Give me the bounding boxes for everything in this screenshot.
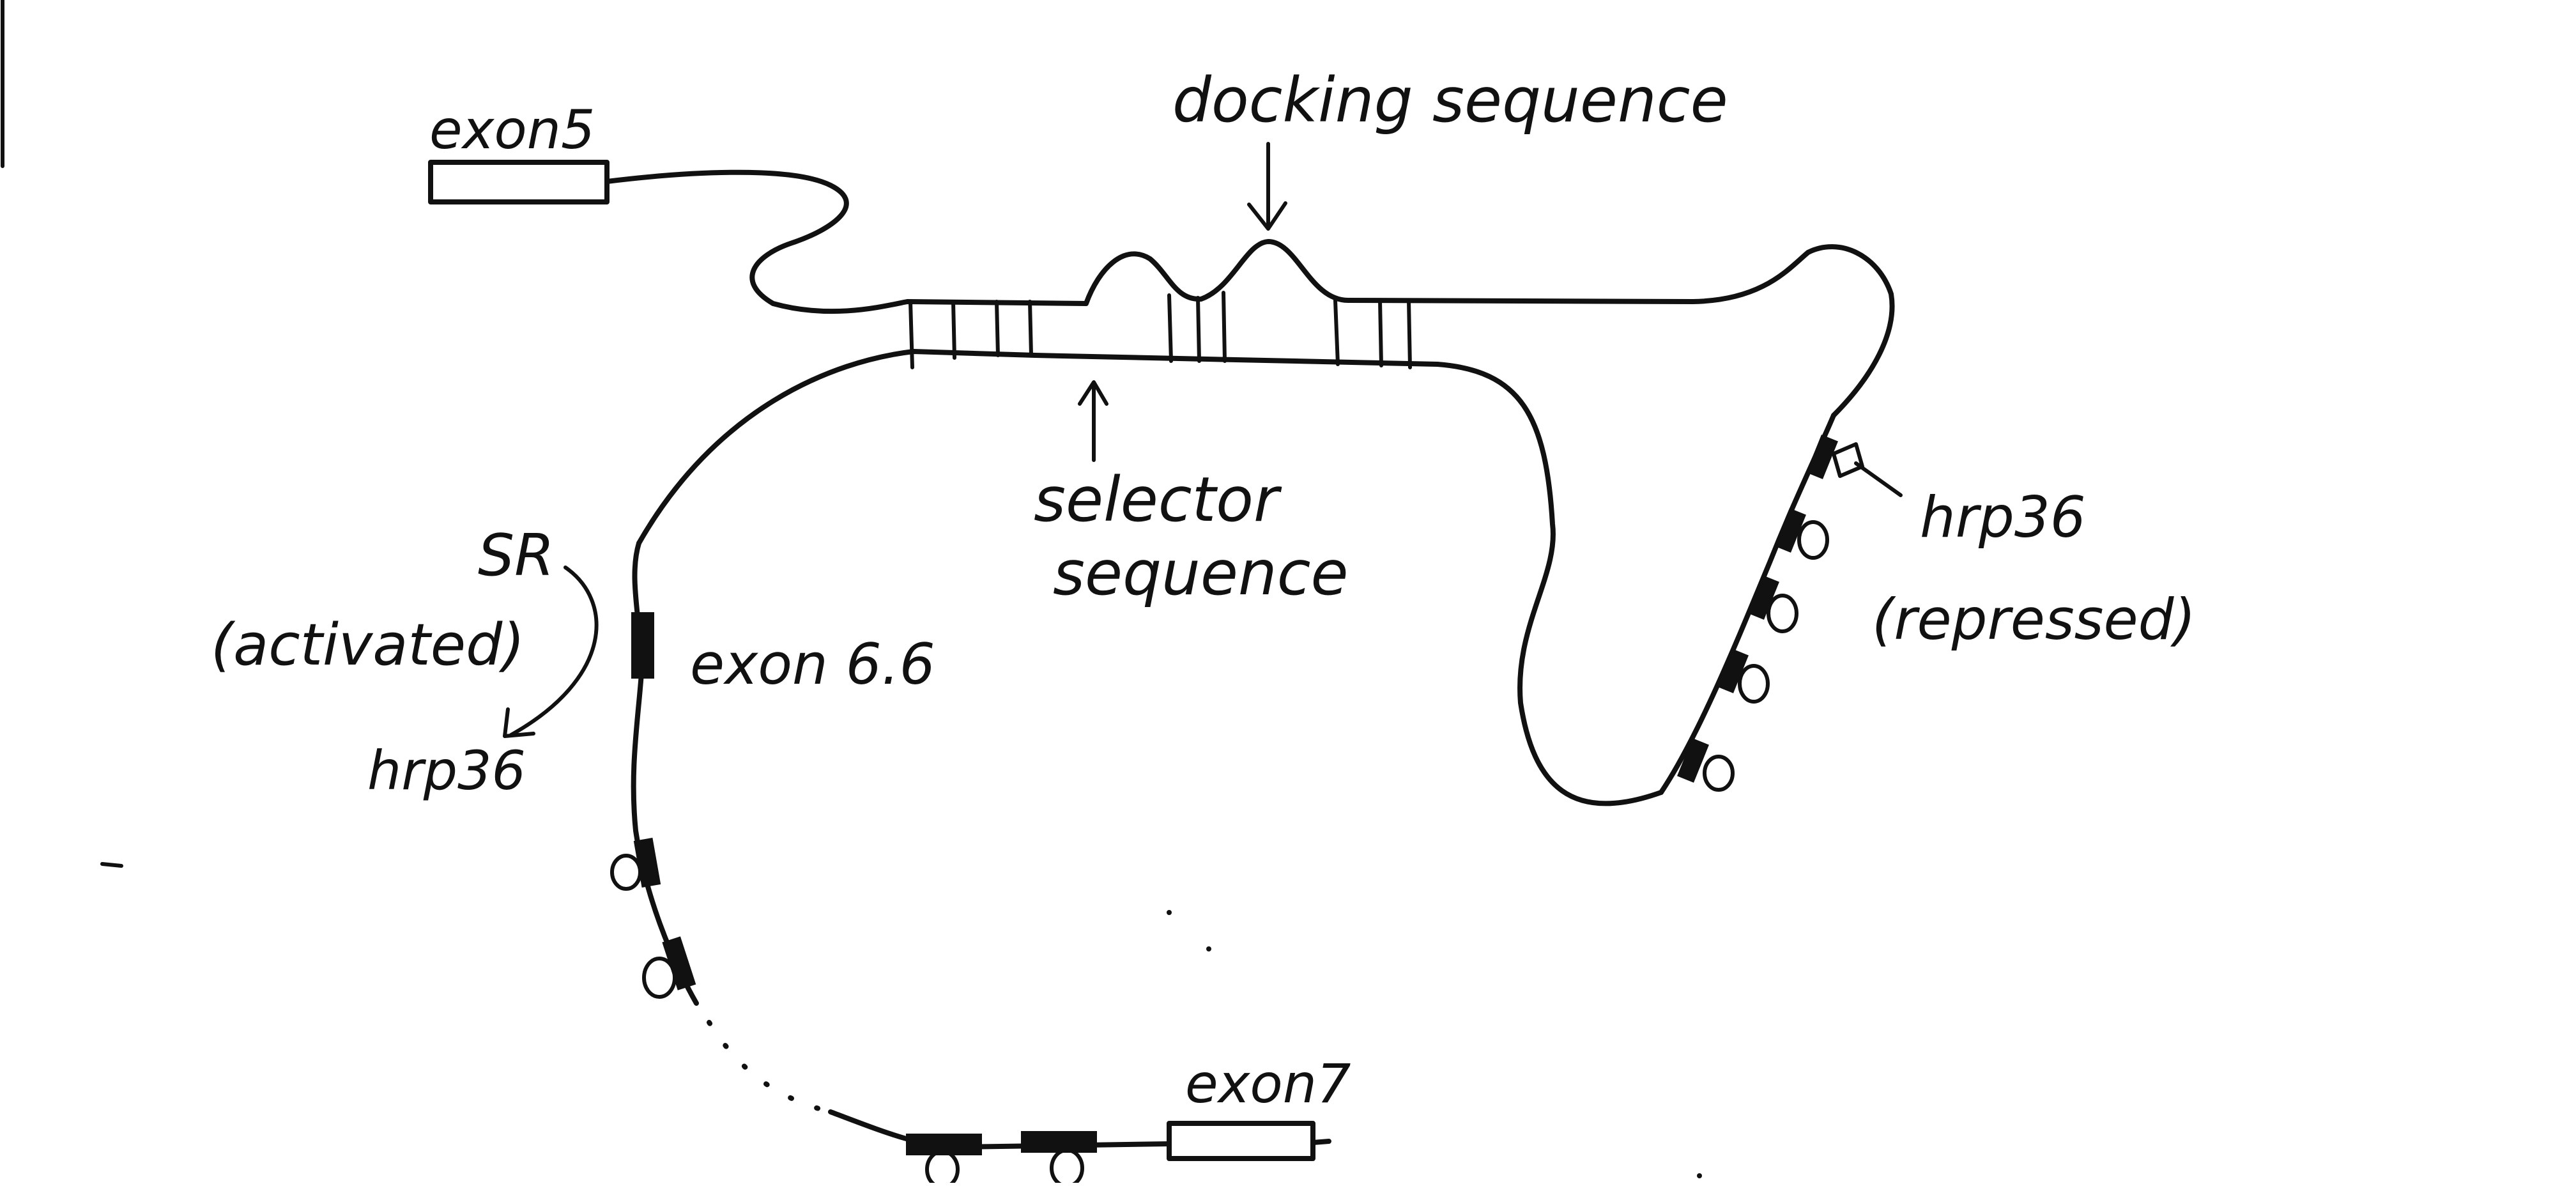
stray-dot-2: [1206, 946, 1211, 951]
right-site-3: [1747, 575, 1779, 620]
sr-arrow: [509, 566, 599, 737]
right-site-5: [1677, 738, 1709, 783]
docking-arrow-head: [1247, 201, 1287, 231]
bottom-binding-sites: [906, 1131, 1097, 1186]
stray-dash: [100, 862, 123, 868]
right-site-2: [1774, 508, 1806, 553]
intron-lower-strand: [636, 349, 1664, 806]
hrp36-left-label: hrp36: [367, 739, 526, 802]
exon66-block: [631, 612, 654, 679]
bottom-protein-1: [925, 1150, 960, 1186]
right-binding-sites: [1677, 435, 1903, 792]
bottom-protein-2: [1050, 1148, 1084, 1186]
stray-dot-1: [1167, 910, 1172, 915]
dotted-continuation: [707, 1020, 833, 1114]
selector-label-line1: selector: [1034, 464, 1282, 535]
exon7-tail: [1310, 1139, 1331, 1145]
exon5-label: exon5: [429, 98, 595, 161]
sr-arrow-head: [503, 707, 535, 738]
right-site-1: [1806, 435, 1838, 479]
repressed-label: (repressed): [1872, 587, 2196, 652]
right-protein-1: [1832, 442, 1864, 478]
base-pair-rungs: [908, 291, 1412, 369]
right-protein-3: [1767, 594, 1798, 633]
exon7-box: [1167, 1121, 1315, 1161]
selector-arrow-head: [1078, 380, 1108, 406]
hrp36-right-label: hrp36: [1920, 484, 2086, 550]
left-loop-strand: [631, 541, 699, 1006]
right-site-4: [1717, 649, 1749, 693]
right-pointer: [1854, 461, 1903, 497]
left-binding-sites: [610, 837, 696, 999]
docking-sequence-label: docking sequence: [1172, 65, 1728, 136]
exon5-box: [428, 160, 610, 204]
right-protein-2: [1797, 520, 1829, 560]
right-protein-4: [1738, 664, 1770, 704]
bottom-strand: [828, 1109, 1172, 1150]
bottom-site-2: [1021, 1131, 1097, 1153]
intron-upper-strand: [604, 169, 1895, 418]
exon66-label: exon 6.6: [690, 631, 935, 697]
stray-dot-3: [1697, 1173, 1702, 1178]
left-protein-1: [610, 854, 642, 891]
left-protein-2: [642, 957, 677, 999]
sr-label: SR: [478, 522, 555, 589]
selector-label-line2: sequence: [1053, 537, 1349, 609]
exon7-label: exon7: [1185, 1052, 1351, 1115]
activated-label: (activated): [211, 612, 525, 679]
right-protein-5: [1703, 755, 1735, 792]
